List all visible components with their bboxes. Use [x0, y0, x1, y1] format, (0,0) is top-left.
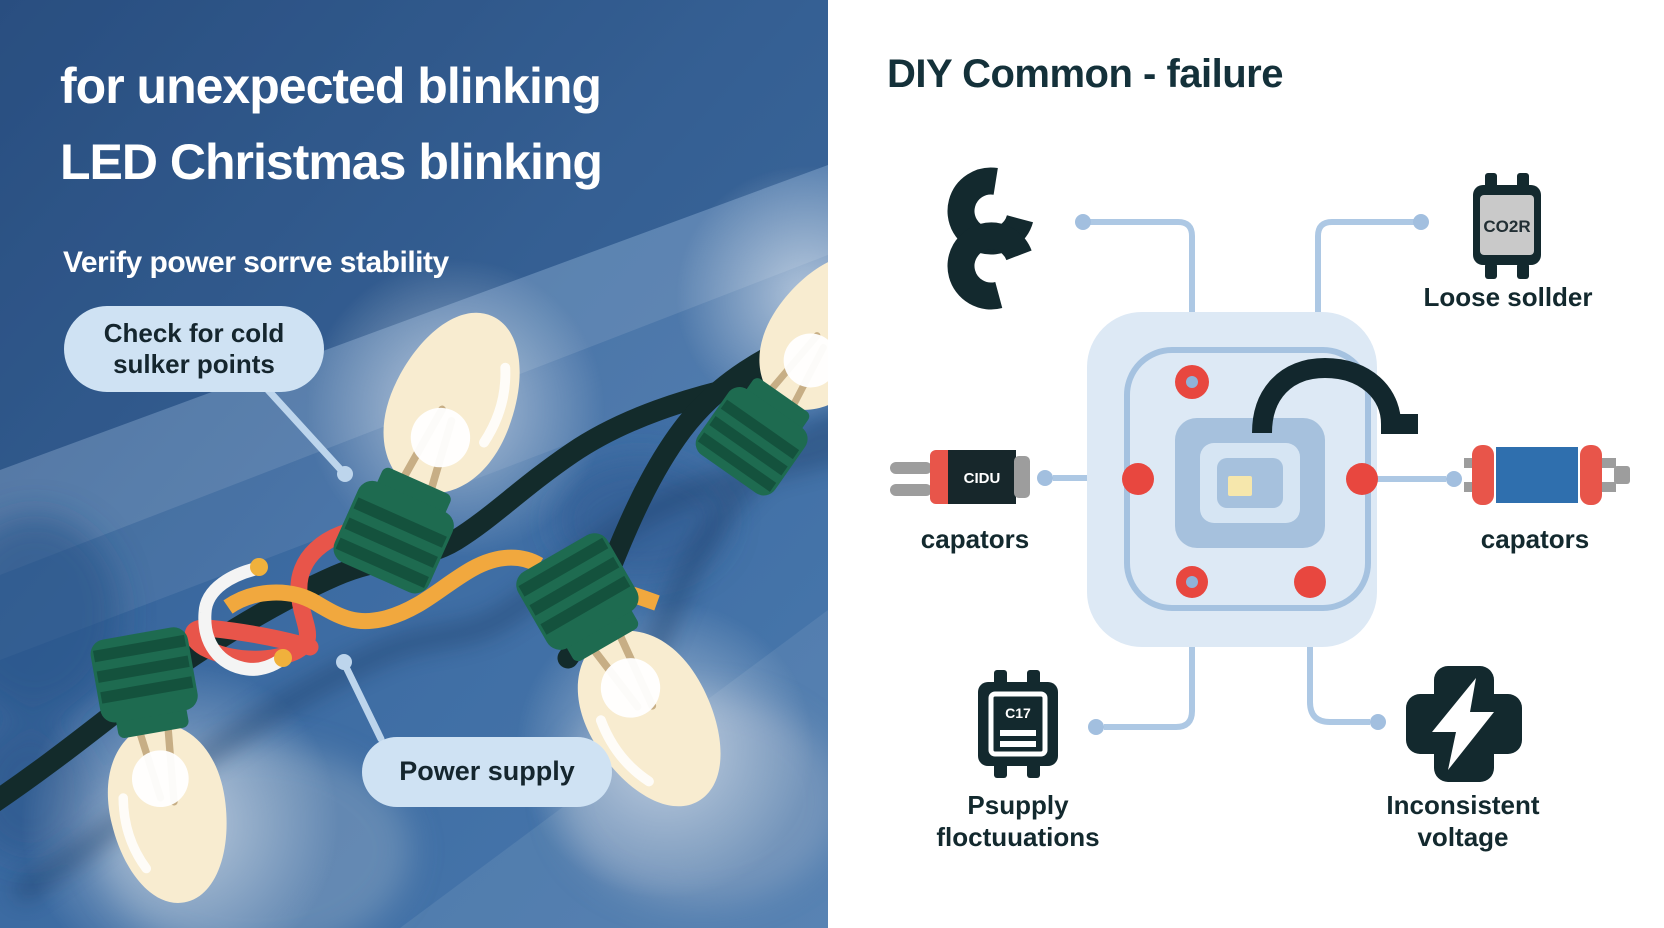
capacitor-left-icon: CIDU — [890, 450, 1030, 504]
wrench-icon — [947, 167, 1035, 310]
capacitor-right-icon — [1464, 445, 1630, 505]
failure-diagram: CO2R CIDU — [890, 167, 1630, 782]
title-line-1: for unexpected blinking — [60, 58, 602, 114]
diagram-panel: CO2R CIDU — [828, 0, 1664, 928]
voltage-cross-icon — [1406, 666, 1522, 782]
power-module-icon: C17 — [978, 670, 1058, 778]
callout-cold-solder-line1: Check for cold — [103, 318, 285, 349]
capacitor-left-label: capators — [920, 524, 1030, 554]
callout-connectors — [264, 386, 385, 743]
inconsistent-voltage-label: Inconsistent voltage — [1386, 790, 1539, 853]
christmas-lights-illustration — [0, 0, 828, 928]
power-fluctuations-label: Psupply floctuuations — [936, 790, 1099, 853]
diagram-title: DIY Common - failure — [887, 52, 1283, 96]
inconsistent-voltage-line2: voltage — [1417, 821, 1509, 852]
power-fluctuations-line2: floctuuations — [936, 821, 1100, 852]
red-wire — [184, 518, 383, 668]
capacitor-text: CIDU — [964, 470, 1001, 487]
callout-cold-solder-line2: sulker points — [113, 349, 275, 379]
page-title: for unexpected blinking LED Christmas bl… — [60, 48, 603, 200]
lightning-bolt-icon — [1432, 678, 1494, 770]
title-line-2: LED Christmas blinking — [60, 134, 603, 190]
jumper-wire-icon — [1252, 357, 1418, 434]
chip-text: CO2R — [1483, 217, 1530, 236]
callout-cold-solder-badge: Check for cold sulker points — [64, 306, 324, 392]
inconsistent-voltage-line1: Inconsistent — [1386, 790, 1540, 820]
left-illustration-panel: for unexpected blinking LED Christmas bl… — [0, 0, 828, 928]
solder-points — [1122, 365, 1378, 598]
capacitor-right-label: capators — [1480, 524, 1590, 554]
callout-power-supply-badge: Power supply — [362, 737, 612, 807]
circuit-board — [1087, 312, 1377, 647]
chip-icon: CO2R — [1473, 173, 1541, 279]
power-fluctuations-line1: Psupply — [967, 790, 1069, 820]
loose-solder-label: Loose sollder — [1423, 282, 1593, 312]
power-module-text: C17 — [1005, 705, 1031, 721]
white-connector — [198, 558, 292, 676]
subtitle: Verify power sorrve stability — [63, 246, 449, 279]
connector-lines — [1053, 219, 1446, 730]
chip-core — [1228, 476, 1252, 496]
callout-power-supply-label: Power supply — [399, 756, 575, 787]
